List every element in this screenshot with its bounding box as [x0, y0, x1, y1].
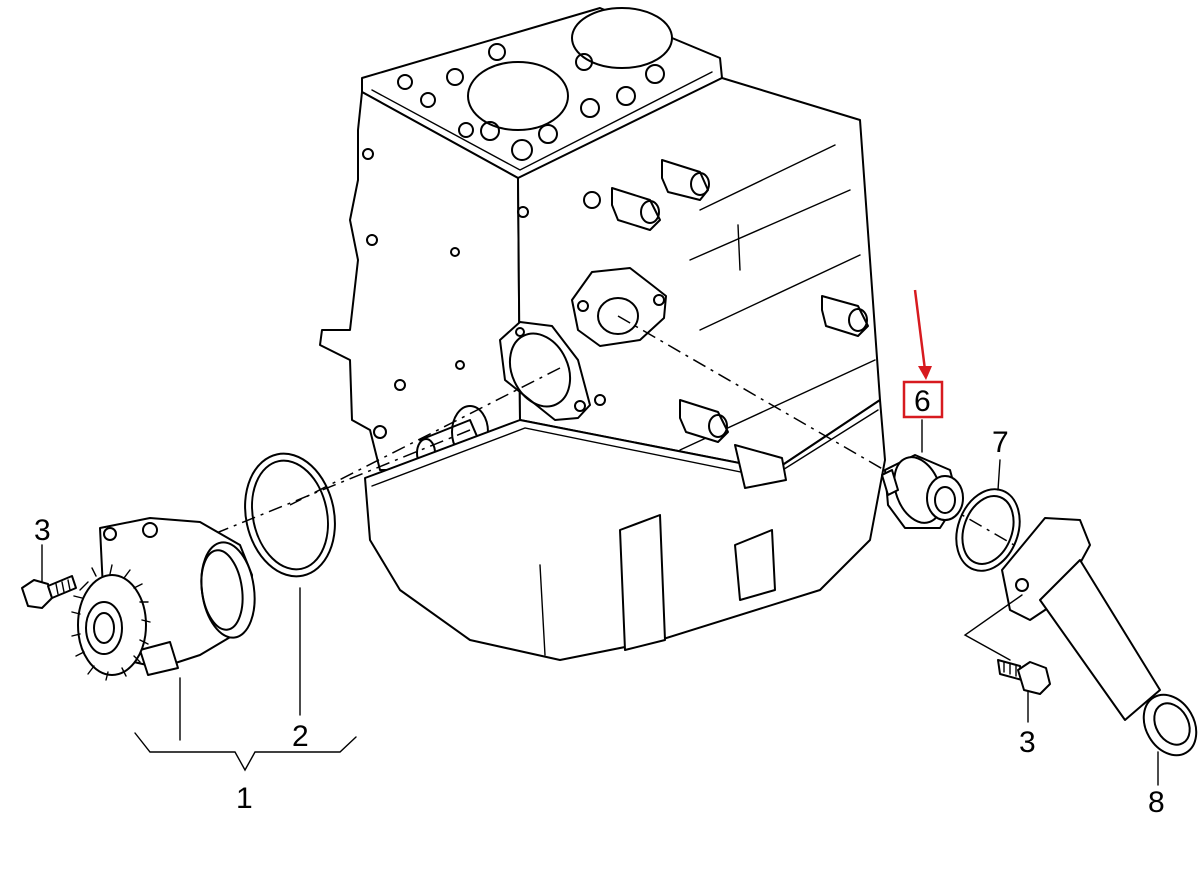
pump-bolt-hole — [142, 522, 158, 538]
front-hole — [366, 234, 378, 246]
side-boss — [679, 399, 729, 443]
pan-rib — [539, 564, 546, 656]
side-rib — [689, 189, 851, 261]
engine-block — [319, 7, 886, 661]
side-hole — [594, 394, 606, 406]
water-pump-seat — [499, 321, 591, 421]
coolant-pipe — [963, 517, 1198, 786]
bolt-right — [997, 659, 1051, 723]
side-boss — [611, 187, 661, 231]
water-pump — [71, 517, 256, 741]
deck-hole — [446, 68, 464, 86]
side-rib — [699, 144, 836, 211]
centerline-pump — [289, 367, 561, 506]
deck-hole — [511, 139, 533, 161]
side-hole — [517, 206, 529, 218]
callout-6: 6 — [914, 385, 931, 418]
thermostat-housing-flange — [571, 267, 667, 347]
front-hole — [450, 247, 460, 257]
bolt-left — [21, 544, 77, 609]
front-hole — [455, 360, 465, 370]
pump-lug — [139, 641, 179, 676]
deck-hole — [580, 98, 600, 118]
bore-2 — [571, 7, 673, 69]
deck-hole — [458, 122, 474, 138]
pump-gear — [71, 564, 151, 681]
pump-bolt-hole — [103, 527, 117, 541]
red-highlight-box — [902, 380, 944, 419]
deck-hole — [397, 74, 413, 90]
deck-hole — [575, 53, 593, 71]
callout-3-left: 3 — [34, 514, 51, 547]
front-hole — [394, 379, 406, 391]
o-ring-thermostat — [955, 459, 1021, 572]
callout-3-right: 3 — [1019, 726, 1036, 759]
callout-7: 7 — [992, 426, 1009, 459]
oil-pan-rim — [371, 409, 879, 487]
deck-hole — [645, 64, 665, 84]
side-rib — [699, 254, 861, 331]
callout-2: 2 — [292, 720, 309, 753]
side-rib — [737, 224, 741, 271]
deck-edge — [371, 71, 713, 171]
red-arrow-head — [918, 366, 932, 380]
side-hole — [583, 191, 601, 209]
pan-boss — [619, 514, 666, 651]
deck-hole — [538, 124, 558, 144]
callout-1: 1 — [236, 782, 253, 815]
pan-lug — [734, 444, 787, 489]
bracket-1 — [134, 732, 357, 772]
pipe-body — [1039, 559, 1161, 721]
leader-o-ring-7 — [997, 459, 1001, 491]
red-arrow-shaft — [913, 289, 927, 371]
side-boss — [661, 159, 710, 201]
deck-hole — [616, 86, 636, 106]
side-boss — [821, 295, 869, 337]
o-ring-pump — [244, 452, 336, 716]
leader-flange-bolt — [963, 594, 1023, 661]
callout-6-highlight — [902, 289, 944, 419]
deck-hole — [480, 121, 500, 141]
centerline-thermostat — [617, 315, 1041, 561]
front-hole — [373, 425, 387, 439]
callout-8: 8 — [1148, 786, 1165, 819]
deck-hole — [420, 92, 436, 108]
front-hole — [362, 148, 374, 160]
deck-hole — [488, 43, 506, 61]
thermostat — [881, 419, 964, 529]
pan-boss — [734, 529, 776, 601]
bore-1 — [467, 61, 569, 131]
